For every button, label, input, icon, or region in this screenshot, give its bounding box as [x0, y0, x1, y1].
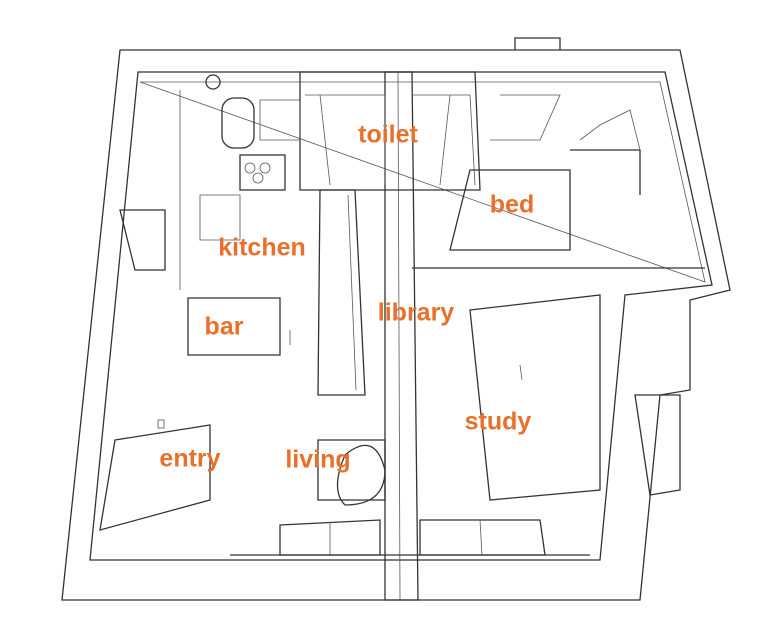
study-desk [469, 294, 681, 501]
kitchen-area [119, 74, 286, 290]
bar-counter [187, 297, 291, 356]
room-label-study: study [464, 407, 532, 436]
entry-area [99, 419, 211, 531]
room-label-bed: bed [489, 190, 535, 219]
room-label-living: living [285, 445, 351, 474]
library-shelf [317, 189, 366, 396]
room-label-kitchen: kitchen [218, 233, 306, 262]
central-partition [384, 71, 419, 601]
room-label-library: library [377, 298, 455, 327]
living-area [317, 439, 386, 506]
bed-area [412, 94, 705, 269]
windows [230, 99, 590, 556]
room-label-bar: bar [204, 312, 244, 341]
room-label-toilet: toilet [358, 120, 418, 149]
room-label-entry: entry [159, 444, 221, 473]
outer-walls [61, 37, 731, 601]
toilet-box [299, 71, 481, 191]
